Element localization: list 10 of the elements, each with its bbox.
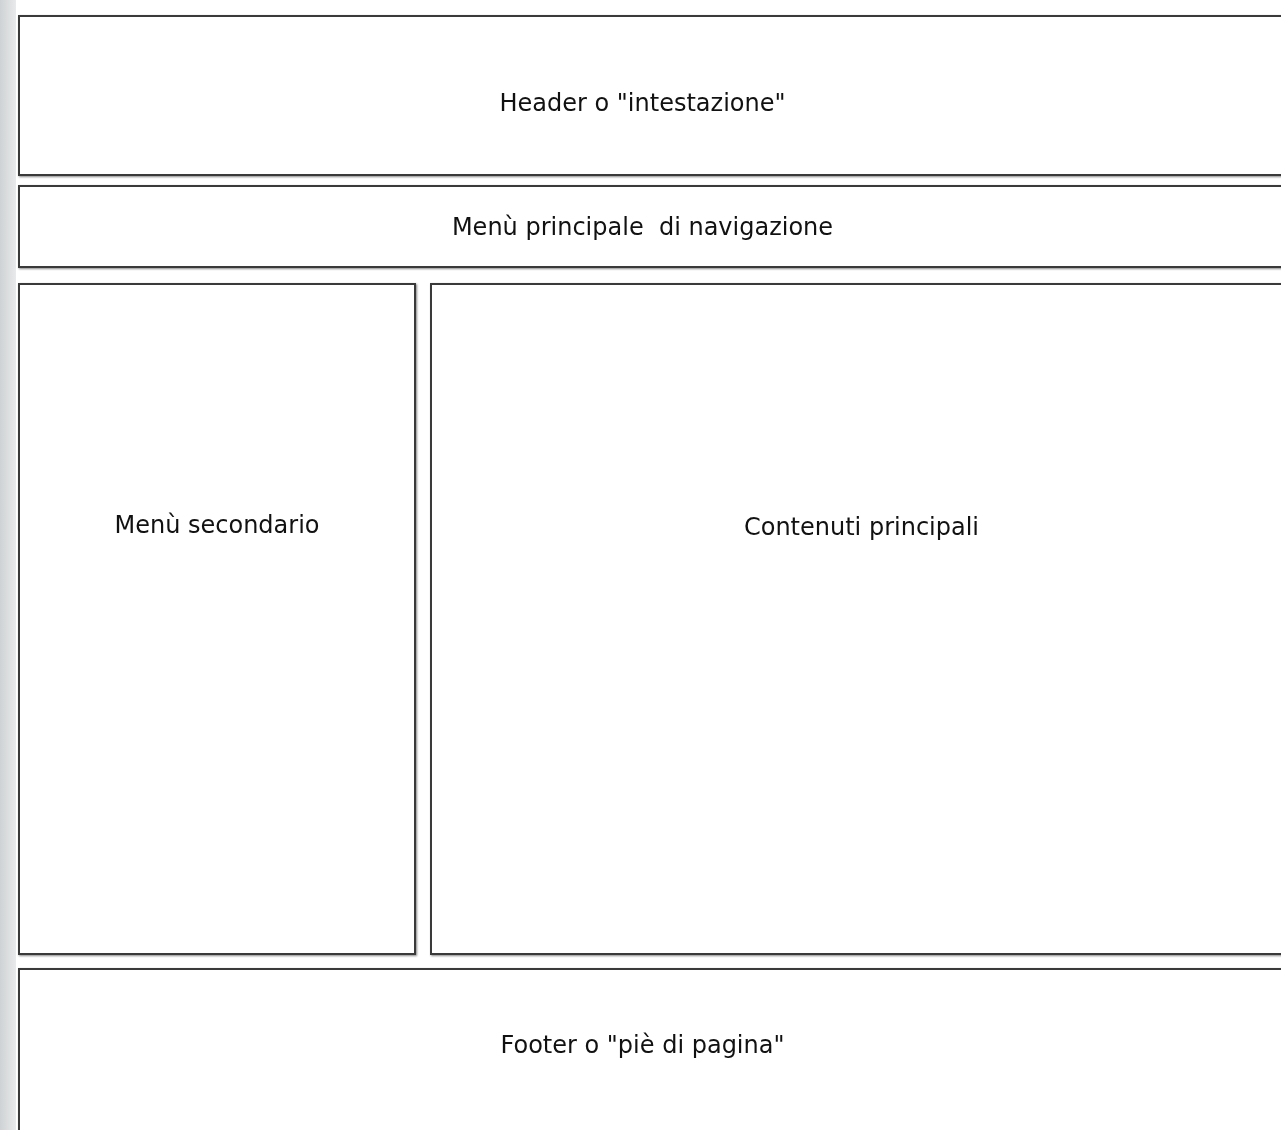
layout-region-box [430,283,1281,955]
region-label: Menù secondario [113,511,321,539]
layout-region-box [18,15,1281,176]
region-label: Header o "intestazione" [498,89,787,117]
layout-region-box [18,283,416,955]
region-label: Footer o "piè di pagina" [499,1031,786,1059]
region-label: Contenuti principali [742,513,981,541]
region-label: Menù principale di navigazione [450,213,835,241]
layout-region-box [18,968,1281,1130]
layout-region-box [18,185,1281,268]
